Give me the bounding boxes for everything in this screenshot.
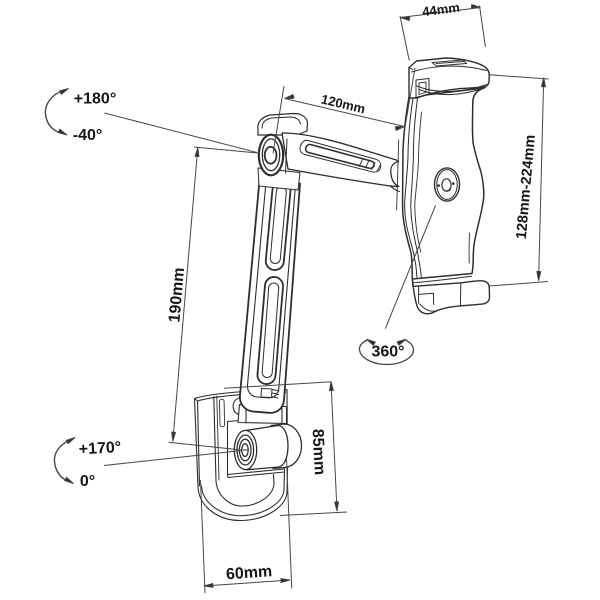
svg-text:-40°: -40° bbox=[73, 127, 103, 144]
svg-text:128mm-224mm: 128mm-224mm bbox=[514, 134, 539, 240]
svg-text:360°: 360° bbox=[371, 344, 404, 361]
svg-text:120mm: 120mm bbox=[320, 91, 367, 116]
svg-text:190mm: 190mm bbox=[166, 267, 188, 323]
svg-text:44mm: 44mm bbox=[421, 0, 460, 19]
svg-text:85mm: 85mm bbox=[309, 428, 328, 475]
svg-text:0°: 0° bbox=[80, 473, 95, 490]
svg-text:+180°: +180° bbox=[74, 91, 116, 108]
svg-text:60mm: 60mm bbox=[225, 563, 272, 583]
svg-text:+170°: +170° bbox=[78, 439, 121, 458]
